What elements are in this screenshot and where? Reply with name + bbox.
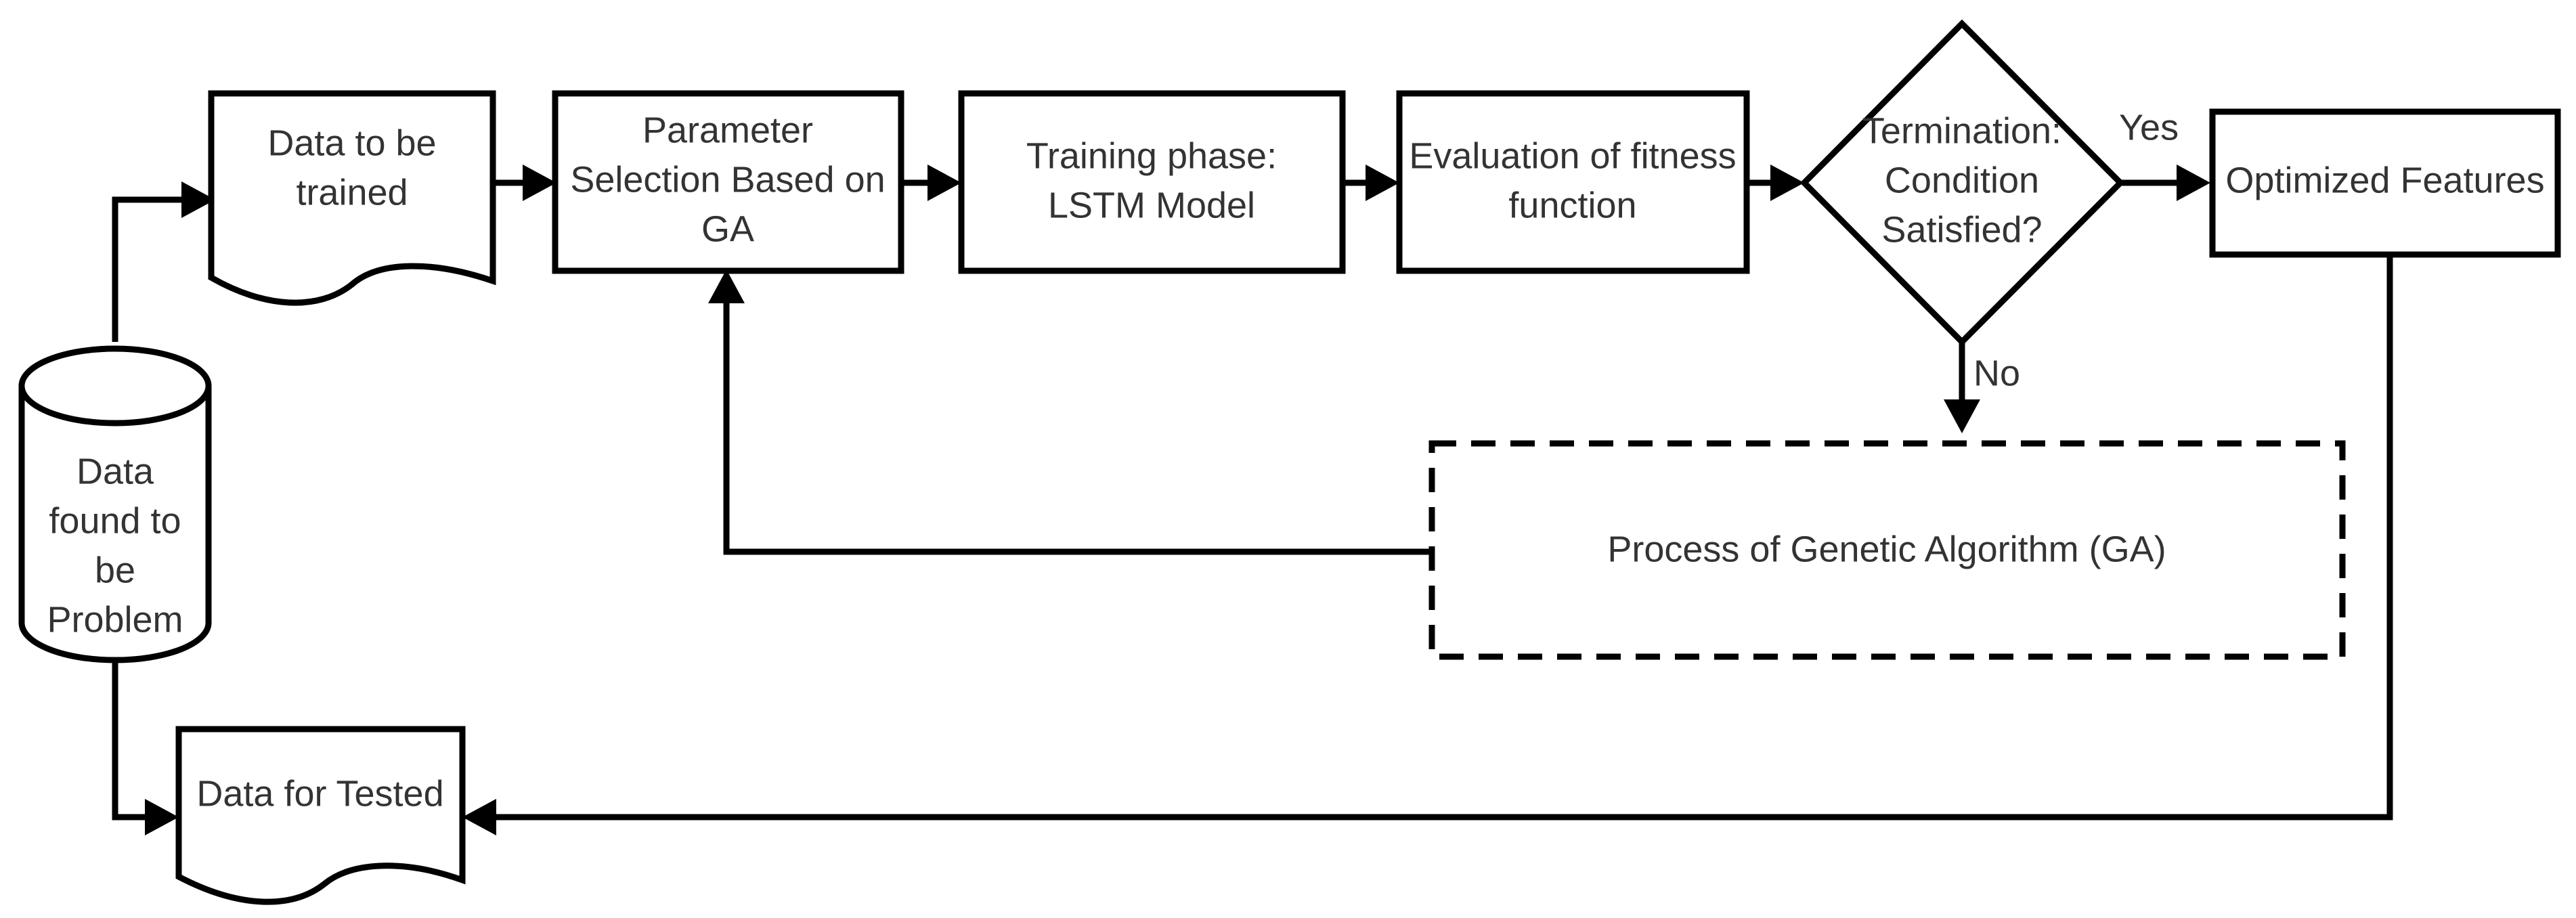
data-problem-line-4: Problem [47, 599, 183, 640]
edge-trained-to-param [493, 165, 556, 201]
node-data-problem: Data found to be Problem [18, 345, 212, 663]
ga-process-line-1: Process of Genetic Algorithm (GA) [1607, 529, 2166, 569]
edge-param-to-training [901, 165, 961, 201]
node-data-trained: Data to be trained [208, 90, 496, 306]
termination-line-3: Satisfied? [1881, 209, 2042, 250]
training-phase-line-1: Training phase: [1026, 135, 1277, 176]
termination-line-2: Condition [1885, 160, 2039, 200]
node-data-tested: Data for Tested [175, 726, 466, 905]
data-tested-line-1: Data for Tested [196, 773, 443, 814]
edge-fitness-to-termination [1747, 165, 1804, 201]
param-selection-line-2: Selection Based on [570, 159, 885, 200]
param-selection-line-1: Parameter [642, 110, 813, 150]
edge-optimized-to-tested [462, 255, 2393, 835]
optimized-line-1: Optimized Features [2225, 160, 2544, 200]
node-param-selection: Parameter Selection Based on GA [552, 90, 904, 274]
data-problem-line-2: found to [49, 500, 181, 541]
node-fitness-eval: Evaluation of fitness function [1396, 90, 1750, 274]
edge-termination-yes [2120, 165, 2210, 201]
data-problem-line-1: Data [77, 451, 154, 491]
data-trained-line-1: Data to be [267, 123, 436, 163]
edge-ga-to-param [708, 269, 1432, 555]
node-training-phase: Training phase: LSTM Model [958, 90, 1346, 274]
training-phase-line-2: LSTM Model [1048, 185, 1255, 225]
edge-problem-to-trained [112, 181, 215, 342]
edge-problem-to-tested [112, 660, 179, 835]
yes-label: Yes [2119, 107, 2179, 148]
data-problem-line-3: be [95, 550, 135, 590]
termination-line-1: Termination: [1862, 110, 2061, 151]
data-trained-line-2: trained [296, 172, 408, 213]
param-selection-line-3: GA [701, 209, 754, 249]
no-label: No [1973, 353, 2020, 393]
fitness-eval-line-2: function [1508, 185, 1636, 225]
edge-termination-no [1944, 342, 1980, 433]
edge-training-to-fitness [1342, 165, 1399, 201]
fitness-eval-line-1: Evaluation of fitness [1409, 135, 1736, 176]
node-ga-process: Process of Genetic Algorithm (GA) [1428, 440, 2346, 660]
node-termination: Termination: Condition Satisfied? [1799, 19, 2125, 347]
node-optimized: Optimized Features [2209, 108, 2561, 258]
